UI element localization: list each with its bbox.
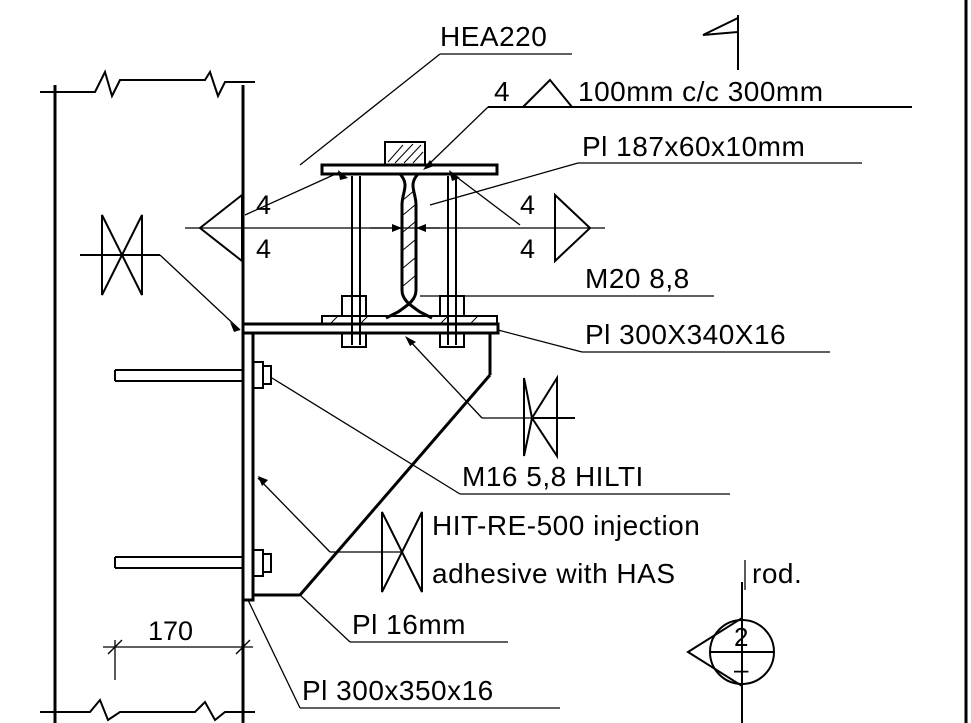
label-plate-top: Pl 187x60x10mm: [582, 131, 805, 162]
weld-symbols: [80, 170, 605, 593]
label-bolt: M20 8,8: [585, 263, 690, 294]
label-dimension: 170: [148, 616, 193, 646]
label-profile: HEA220: [440, 21, 547, 52]
base-plate: [241, 315, 500, 335]
label-weld-spec: 100mm c/c 300mm: [578, 76, 824, 107]
label-anchor-line3: adhesive with HAS: [432, 558, 676, 589]
label-weld-left-top: 4: [256, 190, 271, 220]
label-anchor-line3b: rod.: [752, 558, 802, 589]
label-weld-size: 4: [494, 76, 510, 107]
label-anchor-line1: M16 5,8 HILTI: [462, 461, 644, 492]
label-weld-right-top: 4: [520, 190, 535, 220]
leader-lines: [247, 53, 862, 709]
label-section-number: 2: [734, 622, 748, 652]
weld-flag: [423, 15, 912, 170]
label-weld-right-bottom: 4: [520, 234, 535, 264]
label-anchor-line2: HIT-RE-500 injection: [432, 510, 700, 541]
section-marker: [686, 582, 775, 723]
m20-bolts: [341, 176, 465, 348]
anchor-rods: [114, 361, 272, 577]
label-base-plate: Pl 300X340X16: [585, 319, 786, 350]
dimension-170: [103, 639, 253, 680]
label-stiffener: Pl 16mm: [352, 609, 466, 640]
label-section-sub: –: [734, 654, 749, 684]
label-wall-plate: Pl 300x350x16: [302, 675, 494, 706]
hea220-section: [320, 141, 499, 320]
label-weld-left-bottom: 4: [256, 234, 271, 264]
